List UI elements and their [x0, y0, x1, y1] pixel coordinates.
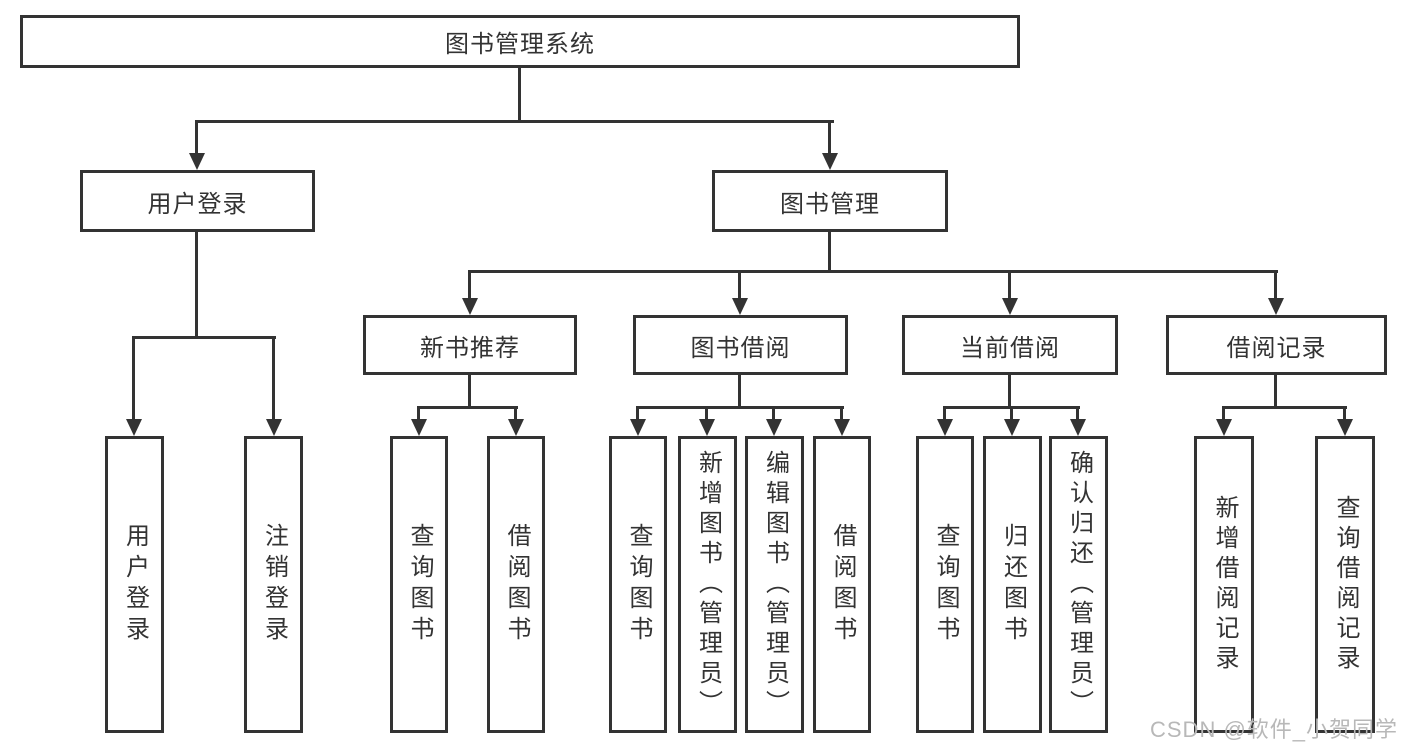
leaf-edit-book-admin: 编辑图书（管理员） — [745, 436, 804, 733]
connector-line — [1274, 375, 1277, 409]
leaf-add-book-admin-label: 新增图书（管理员） — [694, 449, 722, 720]
connector-line — [943, 406, 946, 421]
arrow-down-icon — [699, 419, 715, 436]
node-book-borrowing: 图书借阅 — [633, 315, 848, 375]
arrow-down-icon — [462, 298, 478, 315]
node-book-borrowing-label: 图书借阅 — [690, 334, 791, 362]
leaf-add-borrow-record-label: 新增借阅记录 — [1211, 494, 1238, 675]
leaf-query-borrow-record-label: 查询借阅记录 — [1332, 494, 1359, 675]
leaf-recommend-borrow-books: 借阅图书 — [487, 436, 545, 733]
leaf-recommend-query-books-label: 查询图书 — [406, 522, 433, 647]
arrow-down-icon — [1268, 298, 1284, 315]
leaf-edit-book-admin-label: 编辑图书（管理员） — [761, 449, 789, 720]
leaf-user-login-label: 用户登录 — [121, 522, 149, 647]
connector-line — [417, 406, 518, 409]
connector-line — [132, 336, 135, 421]
connector-line — [195, 120, 198, 156]
connector-line — [705, 406, 708, 421]
arrow-down-icon — [189, 153, 205, 170]
connector-line — [1076, 406, 1079, 421]
connector-line — [272, 336, 275, 421]
connector-line — [1222, 406, 1225, 421]
connector-line — [738, 270, 741, 301]
node-new-book-recommend-label: 新书推荐 — [420, 334, 520, 362]
leaf-recommend-borrow-books-label: 借阅图书 — [503, 522, 530, 647]
leaf-borrowing-borrow-books: 借阅图书 — [813, 436, 871, 733]
arrow-down-icon — [411, 419, 427, 436]
arrow-down-icon — [508, 419, 524, 436]
connector-line — [195, 120, 834, 123]
connector-line — [636, 406, 639, 421]
leaf-confirm-return-admin-label: 确认归还（管理员） — [1065, 449, 1093, 720]
leaf-current-query-books-label: 查询图书 — [932, 522, 959, 647]
connector-line — [738, 375, 741, 409]
node-book-management-label: 图书管理 — [780, 190, 880, 218]
connector-line — [1008, 375, 1011, 409]
connector-line — [417, 406, 420, 421]
node-user-login-label: 用户登录 — [147, 190, 248, 218]
arrow-down-icon — [1004, 419, 1020, 436]
node-user-login: 用户登录 — [80, 170, 315, 232]
connector-line — [828, 232, 831, 273]
leaf-borrowing-borrow-books-label: 借阅图书 — [829, 522, 856, 647]
connector-line — [468, 270, 1278, 273]
connector-line — [518, 68, 521, 123]
leaf-logout: 注销登录 — [244, 436, 303, 733]
arrow-down-icon — [834, 419, 850, 436]
connector-line — [1010, 406, 1013, 421]
leaf-user-login: 用户登录 — [105, 436, 164, 733]
node-current-borrowing: 当前借阅 — [902, 315, 1118, 375]
node-book-management: 图书管理 — [712, 170, 948, 232]
arrow-down-icon — [1337, 419, 1353, 436]
arrow-down-icon — [630, 419, 646, 436]
leaf-return-books: 归还图书 — [983, 436, 1042, 733]
arrow-down-icon — [126, 419, 142, 436]
leaf-return-books-label: 归还图书 — [999, 522, 1027, 647]
csdn-watermark: CSDN @软件_小贺同学 — [1150, 717, 1399, 742]
arrow-down-icon — [1216, 419, 1232, 436]
leaf-current-query-books: 查询图书 — [916, 436, 974, 733]
leaf-add-borrow-record: 新增借阅记录 — [1194, 436, 1254, 733]
leaf-logout-label: 注销登录 — [260, 522, 288, 647]
node-borrowing-records: 借阅记录 — [1166, 315, 1387, 375]
connector-line — [514, 406, 517, 421]
connector-line — [1343, 406, 1346, 421]
connector-line — [132, 336, 276, 339]
leaf-recommend-query-books: 查询图书 — [390, 436, 448, 733]
node-new-book-recommend: 新书推荐 — [363, 315, 577, 375]
leaf-add-book-admin: 新增图书（管理员） — [678, 436, 737, 733]
node-root: 图书管理系统 — [20, 15, 1020, 68]
node-current-borrowing-label: 当前借阅 — [960, 334, 1060, 362]
connector-line — [636, 406, 844, 409]
leaf-borrowing-query-books: 查询图书 — [609, 436, 667, 733]
arrow-down-icon — [732, 298, 748, 315]
leaf-query-borrow-record: 查询借阅记录 — [1315, 436, 1375, 733]
connector-line — [840, 406, 843, 421]
connector-line — [1222, 406, 1347, 409]
leaf-borrowing-query-books-label: 查询图书 — [625, 522, 652, 647]
connector-line — [1274, 270, 1277, 301]
arrow-down-icon — [766, 419, 782, 436]
leaf-confirm-return-admin: 确认归还（管理员） — [1049, 436, 1108, 733]
node-root-label: 图书管理系统 — [445, 31, 595, 58]
arrow-down-icon — [937, 419, 953, 436]
connector-line — [828, 120, 831, 156]
arrow-down-icon — [1002, 298, 1018, 315]
connector-line — [1008, 270, 1011, 301]
connector-line — [468, 270, 471, 301]
connector-line — [772, 406, 775, 421]
arrow-down-icon — [266, 419, 282, 436]
arrow-down-icon — [822, 153, 838, 170]
arrow-down-icon — [1070, 419, 1086, 436]
node-borrowing-records-label: 借阅记录 — [1226, 334, 1327, 362]
connector-line — [195, 232, 198, 339]
connector-line — [468, 375, 471, 409]
